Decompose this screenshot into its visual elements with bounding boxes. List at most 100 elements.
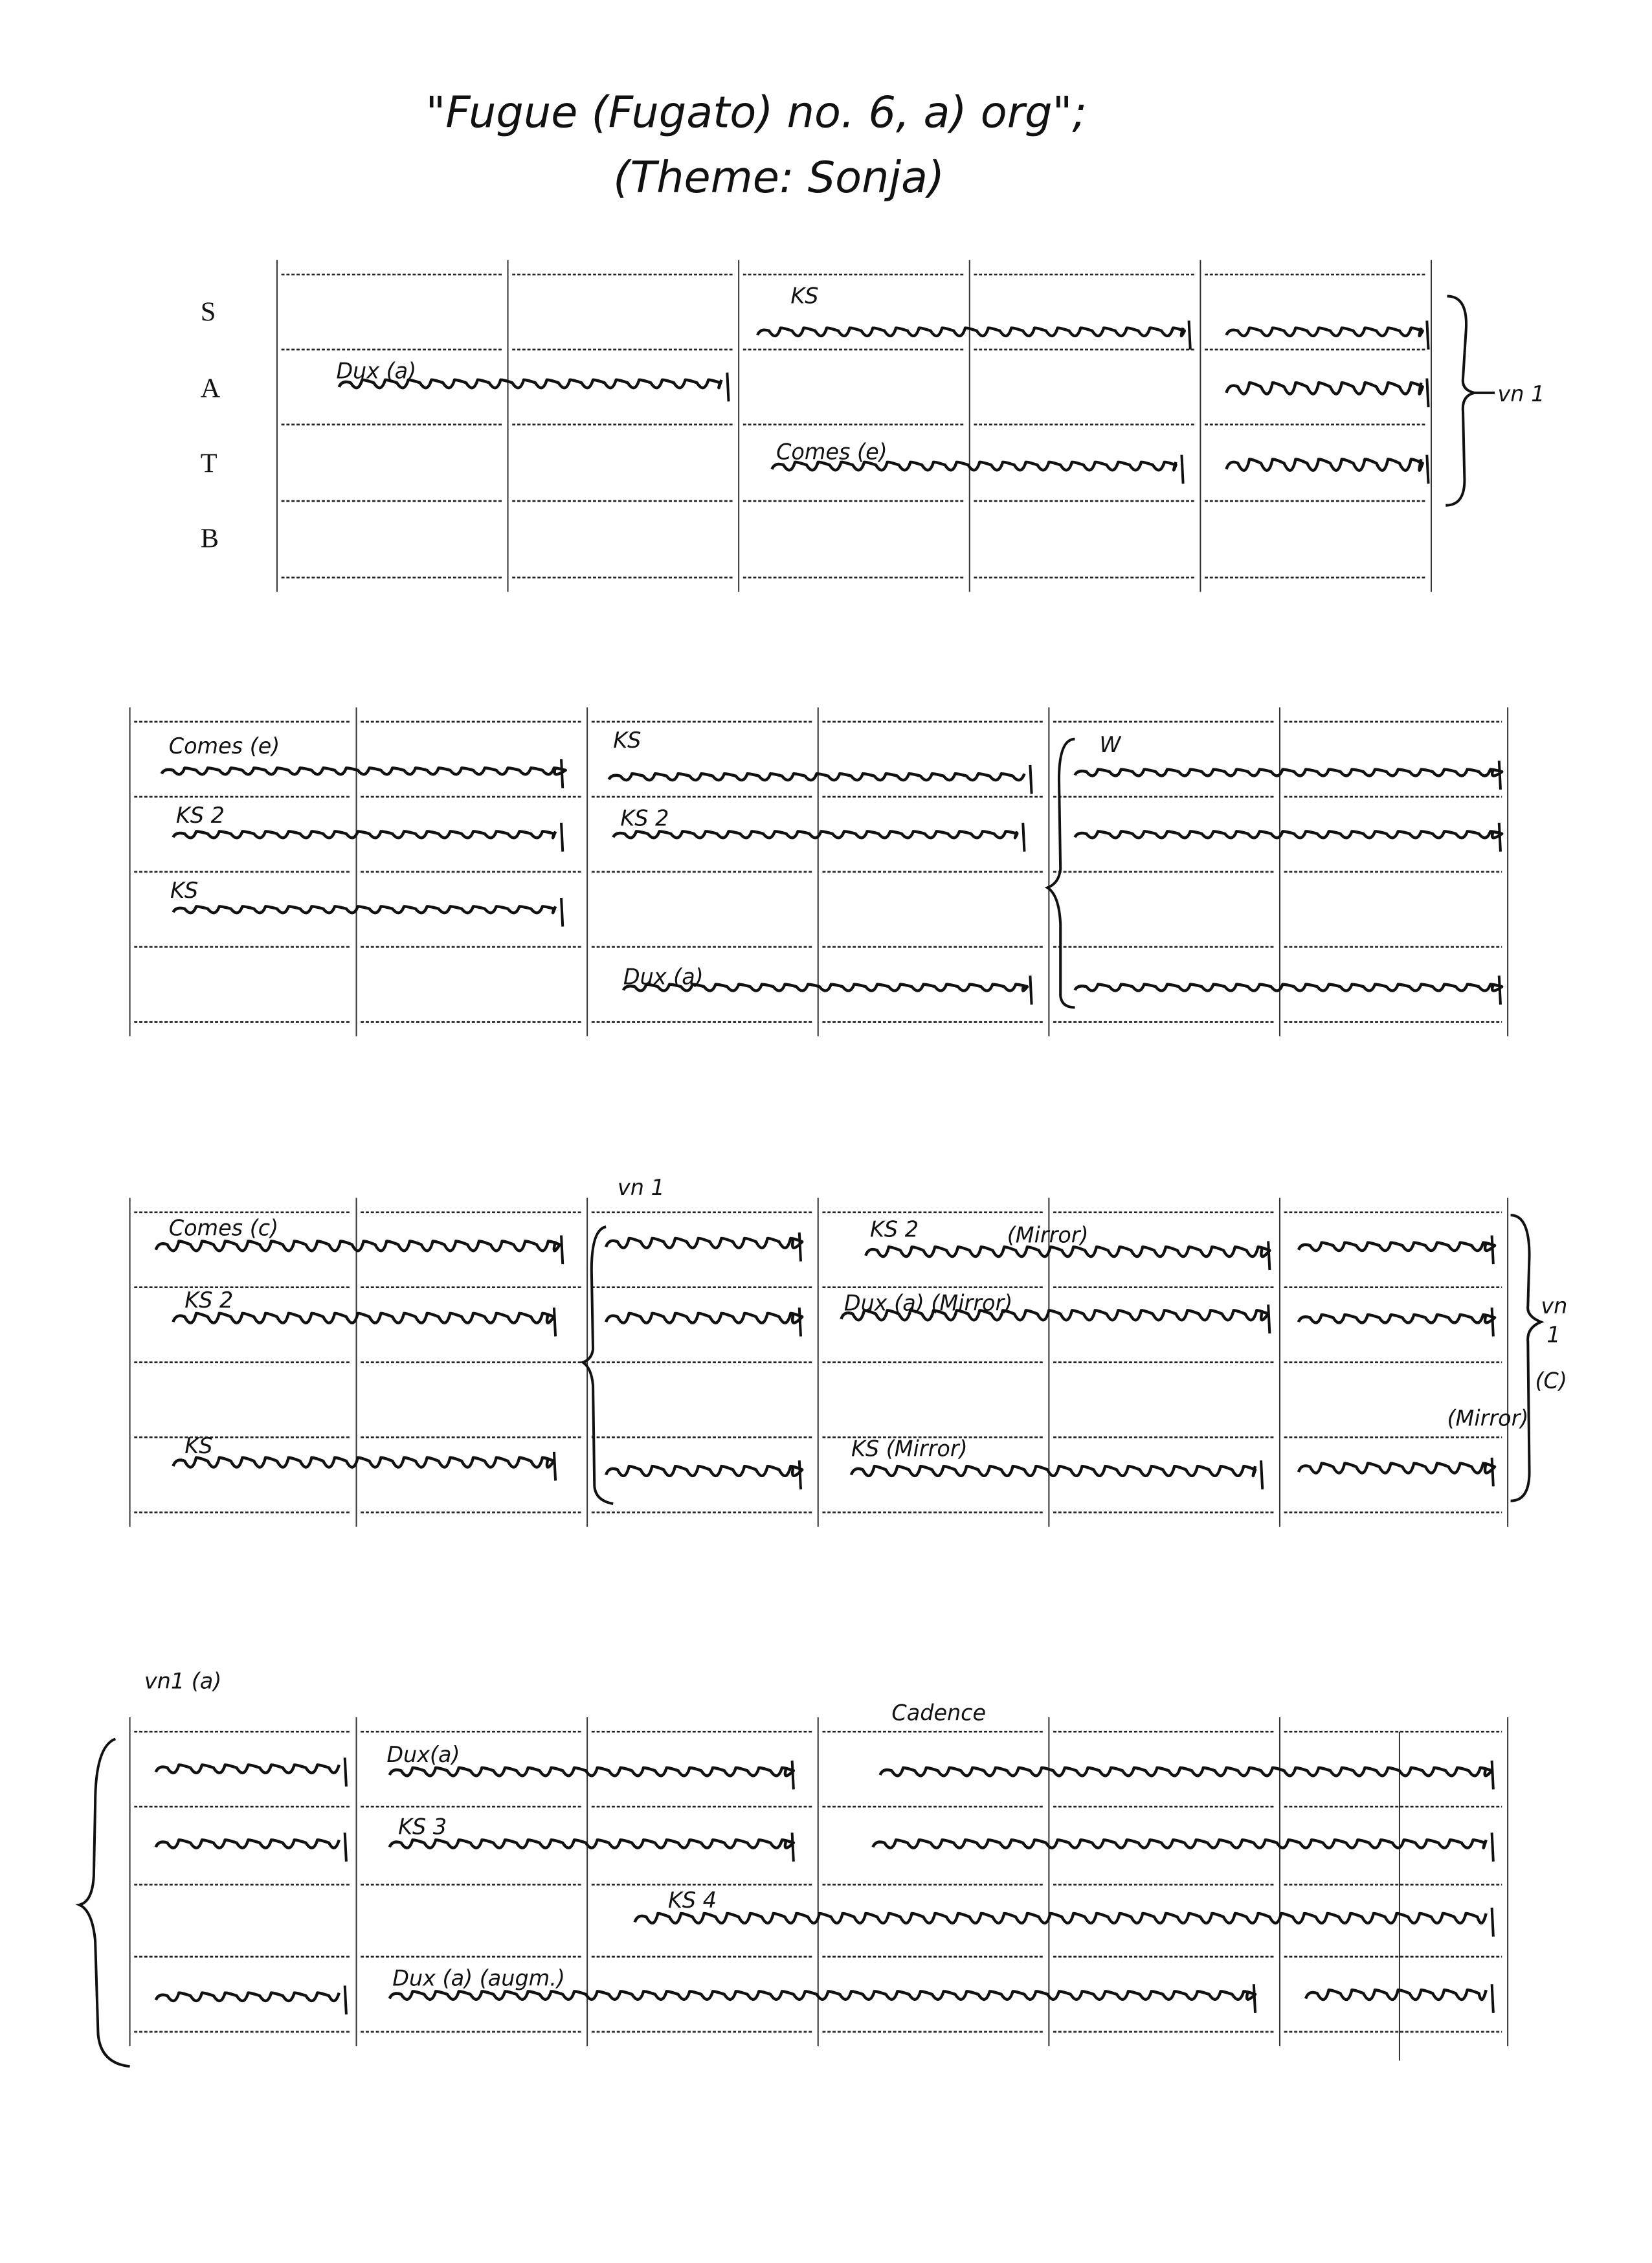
- entry-end-bar: [343, 1757, 348, 1787]
- label-group-mirror: (Mirror): [1447, 1406, 1529, 1431]
- theme-wave-line: [770, 460, 1178, 472]
- entry-end-bar: [1029, 764, 1033, 794]
- title-line-1: "Fugue (Fugato) no. 6, a) org";: [426, 87, 1087, 138]
- entry-end-bar: [790, 1833, 795, 1862]
- voice-label-a: A: [201, 373, 221, 404]
- title-line-2: (Theme: Sonja): [613, 152, 944, 203]
- theme-wave-line: [154, 1838, 340, 1849]
- theme-wave-line: [337, 378, 723, 390]
- theme-wave-line: [621, 983, 1029, 992]
- label-group-c: (C): [1535, 1368, 1567, 1394]
- entry-end-bar: [726, 372, 730, 402]
- theme-wave-line: [154, 1240, 562, 1253]
- theme-wave-line: [604, 1236, 804, 1249]
- theme-wave-line: [1073, 983, 1504, 992]
- theme-wave-line: [1297, 1241, 1497, 1253]
- theme-wave-line: [604, 1464, 804, 1478]
- entry-end-bar: [552, 1451, 557, 1481]
- label-group-vn1: vn 1: [1498, 381, 1545, 407]
- theme-wave-line: [1304, 1988, 1488, 2001]
- entry-end-bar: [1490, 1760, 1495, 1790]
- curly-brace: [579, 1225, 614, 1506]
- theme-wave-line: [172, 1456, 556, 1469]
- entry-end-bar: [1497, 822, 1502, 852]
- theme-wave-line: [607, 772, 1026, 782]
- curly-brace: [1044, 737, 1075, 1009]
- label-comes: Comes (e): [169, 733, 280, 759]
- entry-end-bar: [1490, 1235, 1495, 1265]
- theme-wave-line: [864, 1245, 1271, 1258]
- theme-wave-line: [388, 1766, 796, 1778]
- voice-label-b: B: [201, 523, 219, 553]
- theme-wave-line: [154, 1991, 340, 2003]
- label-ks-mirror: KS (Mirror): [851, 1436, 968, 1461]
- theme-wave-line: [612, 830, 1019, 840]
- theme-wave-line: [1073, 768, 1504, 777]
- theme-wave-line: [756, 326, 1187, 338]
- label-dux: Dux(a): [386, 1742, 460, 1767]
- label-ks: KS: [170, 878, 198, 903]
- theme-wave-line: [388, 1838, 796, 1849]
- label-group-vn: vn: [1541, 1293, 1567, 1319]
- label-dux-augm: Dux (a) (augm.): [392, 1965, 565, 1990]
- entry-end-bar: [1425, 378, 1430, 408]
- label-ks2: KS 2: [620, 805, 669, 831]
- curly-brace: [1510, 1214, 1545, 1502]
- theme-wave-line: [878, 1766, 1493, 1778]
- entry-end-bar: [790, 1760, 795, 1790]
- theme-wave-line: [1297, 1462, 1497, 1475]
- entry-end-bar: [1497, 761, 1502, 790]
- theme-wave-line: [604, 1311, 804, 1324]
- staff-grid: [129, 260, 1509, 2061]
- label-cadence: Cadence: [891, 1700, 986, 1725]
- theme-entries: [154, 320, 1504, 2015]
- label-ks2: KS 2: [870, 1217, 919, 1242]
- voice-label-t: T: [201, 448, 218, 478]
- label-dux-mirror: Dux (a) (Mirror): [844, 1290, 1012, 1315]
- entry-end-bar: [1259, 1460, 1264, 1489]
- entry-end-bar: [552, 1307, 557, 1337]
- entry-end-bar: [1490, 1457, 1495, 1487]
- label-dux: Dux (a): [623, 964, 704, 990]
- voice-label-s: S: [201, 296, 216, 327]
- entry-end-bar: [798, 1307, 802, 1337]
- label-ks: KS: [184, 1433, 212, 1458]
- entry-end-bar: [1490, 1833, 1495, 1862]
- label-ks3: KS 3: [398, 1814, 447, 1839]
- entry-end-bar: [1252, 1984, 1257, 2013]
- label-vn1: vn 1: [618, 1175, 665, 1200]
- theme-wave-line: [1297, 1313, 1497, 1324]
- theme-wave-line: [172, 1311, 556, 1324]
- entry-end-bar: [560, 1235, 564, 1265]
- label-mirror: (Mirror): [1007, 1223, 1089, 1248]
- entry-end-bar: [1029, 975, 1033, 1005]
- theme-wave-line: [840, 1309, 1270, 1322]
- label-dux: Dux (a): [336, 359, 416, 384]
- entry-end-bar: [1021, 822, 1026, 852]
- label-w: W: [1099, 732, 1122, 757]
- theme-wave-line: [1073, 830, 1504, 840]
- entry-end-bar: [343, 1985, 348, 2015]
- entry-end-bar: [1490, 1307, 1495, 1337]
- label-ks: KS: [790, 284, 818, 309]
- label-ks2: KS 2: [176, 803, 225, 828]
- entry-end-bar: [560, 822, 564, 852]
- label-ks2: KS 2: [184, 1288, 233, 1313]
- label-group-1: 1: [1546, 1322, 1560, 1347]
- entry-end-bar: [1267, 1241, 1271, 1271]
- entry-end-bar: [343, 1833, 348, 1862]
- theme-wave-line: [1225, 458, 1424, 472]
- label-comes: Comes (e): [776, 439, 887, 464]
- entry-end-bar: [1425, 320, 1430, 350]
- entry-end-bar: [1425, 454, 1430, 484]
- theme-wave-line: [1225, 381, 1424, 396]
- label-comes: Comes (c): [169, 1215, 278, 1240]
- entry-end-bar: [1180, 454, 1185, 484]
- label-ks4: KS 4: [668, 1888, 717, 1913]
- theme-wave-line: [154, 1763, 340, 1774]
- entry-end-bar: [1490, 1984, 1495, 2013]
- theme-wave-line: [172, 830, 557, 840]
- theme-wave-line: [871, 1838, 1488, 1849]
